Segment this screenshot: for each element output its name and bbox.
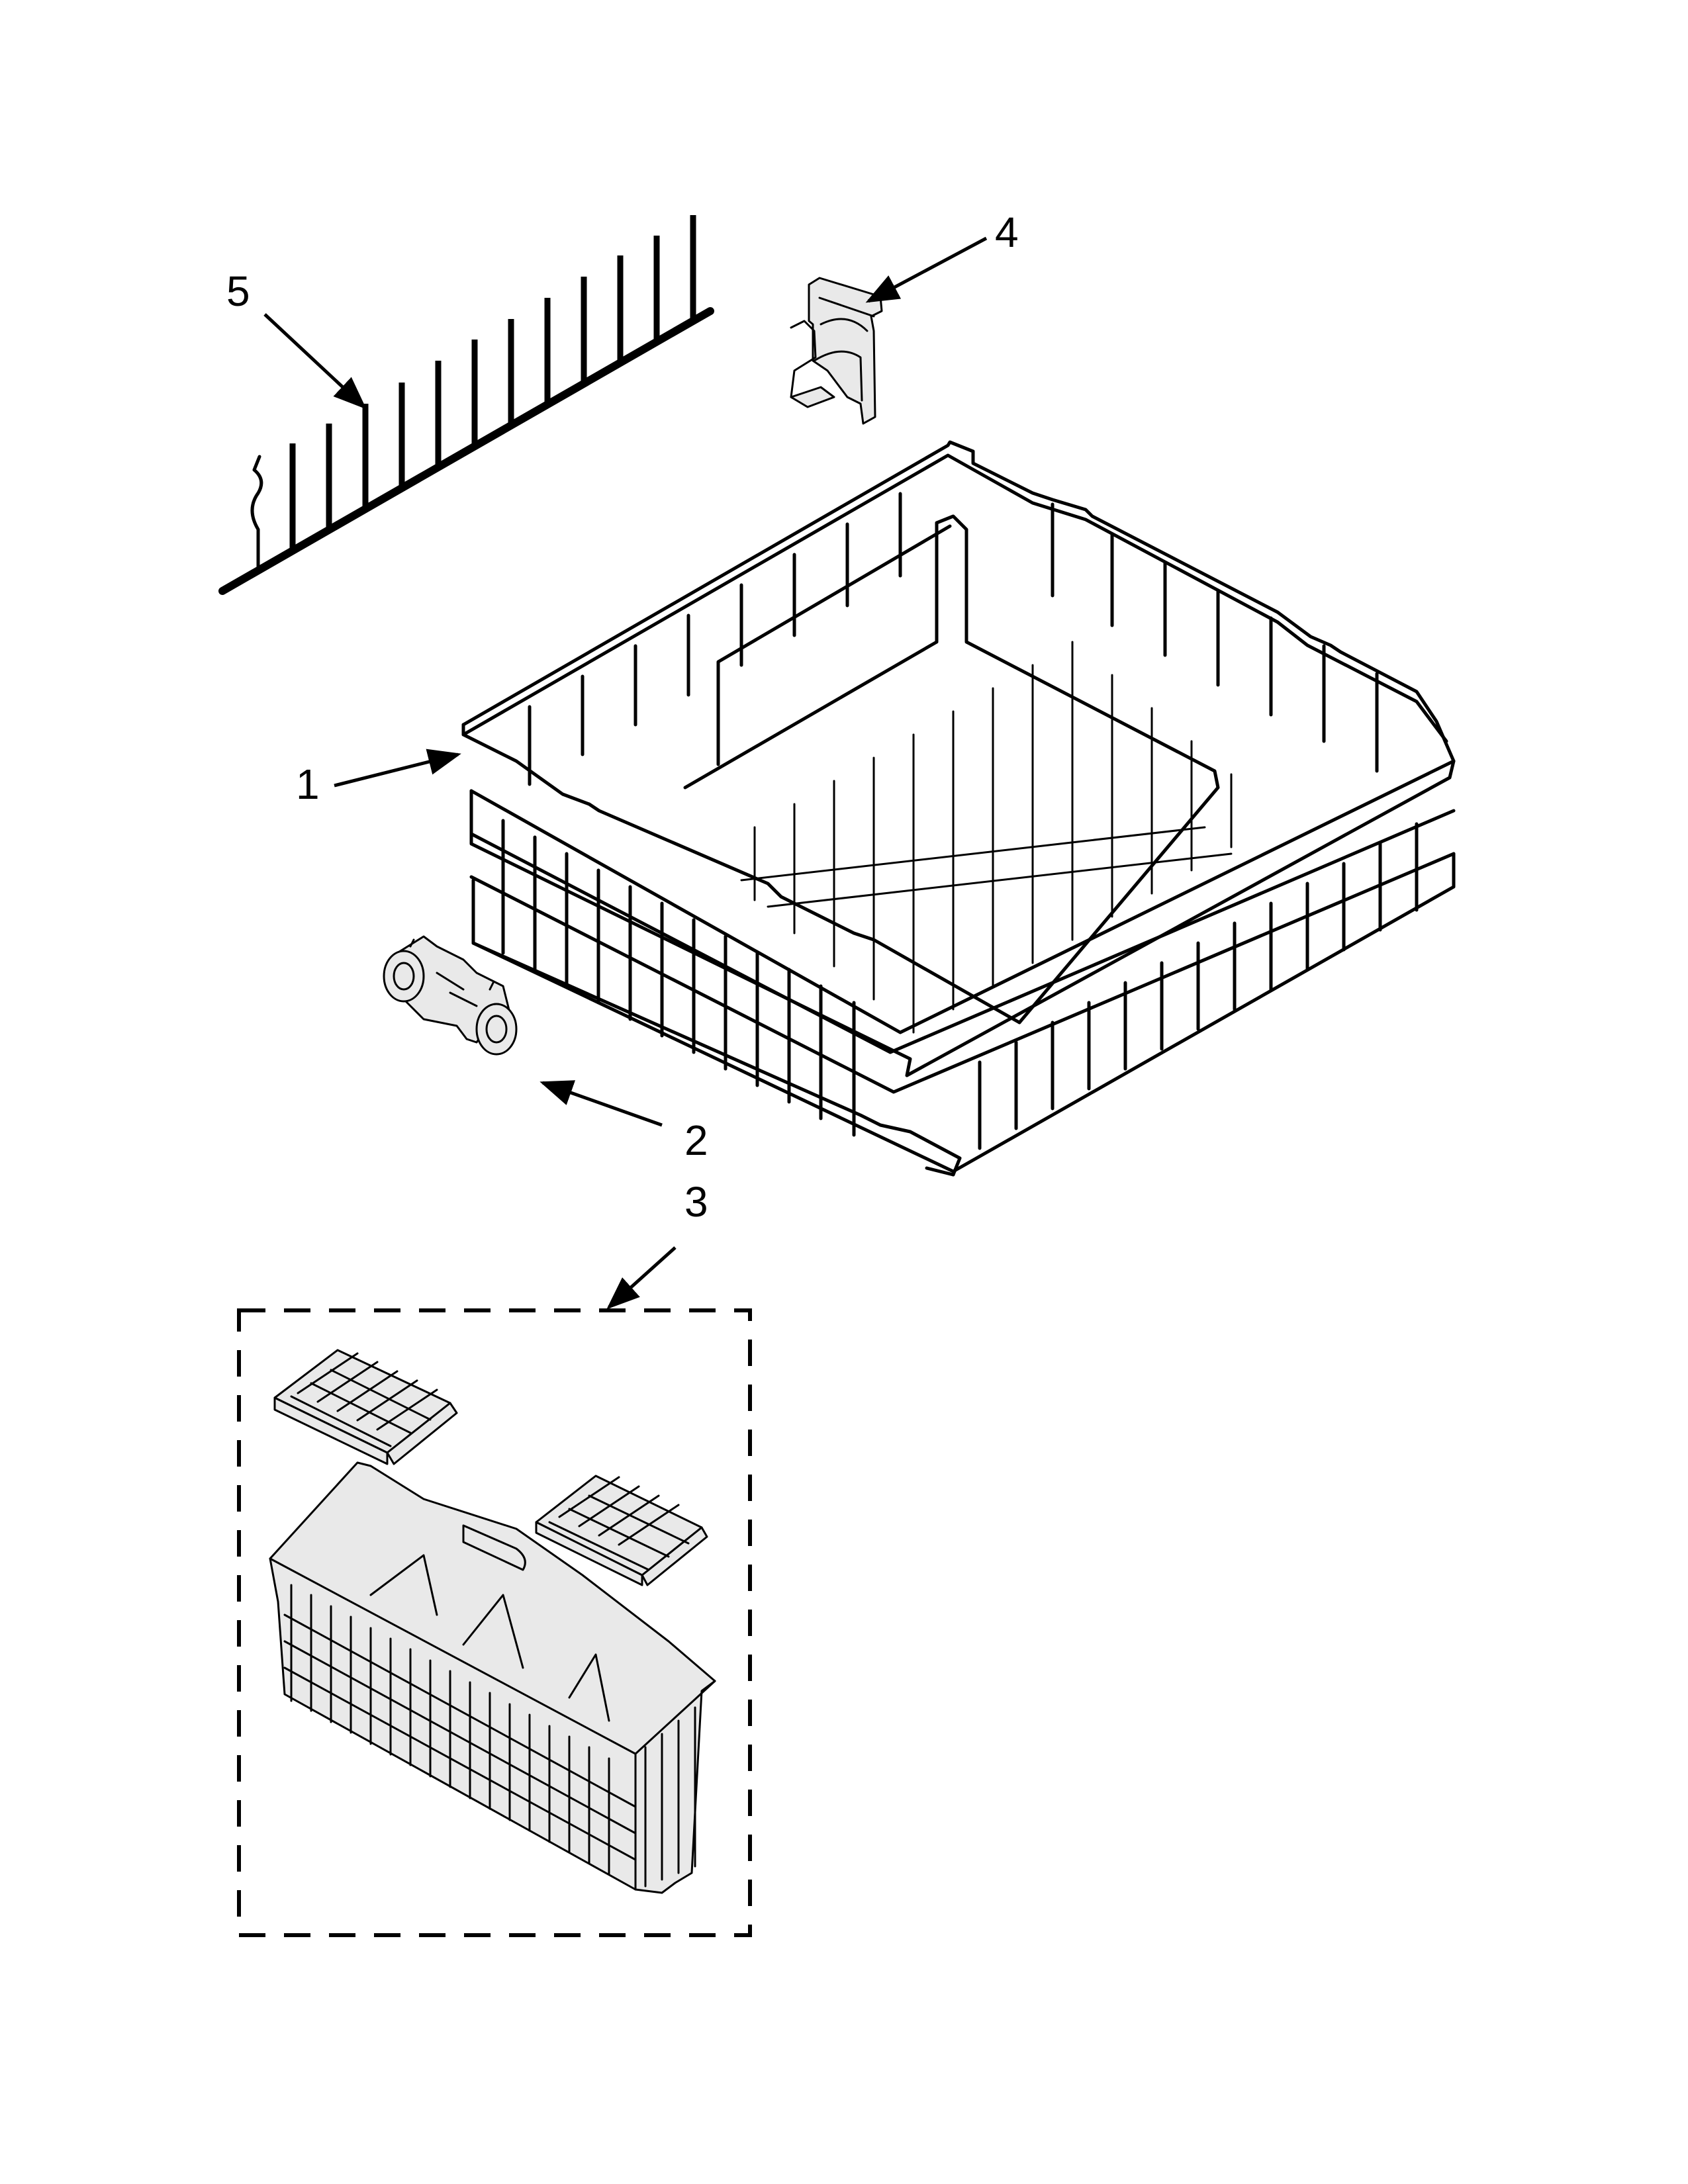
basket-lid-icon bbox=[535, 1475, 708, 1586]
callout-5: 5 bbox=[226, 267, 250, 315]
leader-2 bbox=[539, 1080, 663, 1127]
leader-1 bbox=[334, 749, 461, 788]
callout-2: 2 bbox=[684, 1116, 708, 1164]
callout-1: 1 bbox=[296, 760, 320, 808]
basket-lid-icon bbox=[273, 1349, 458, 1465]
silverware-basket-icon bbox=[269, 1461, 716, 1894]
tine-row-icon bbox=[218, 215, 714, 595]
dishrack-icon bbox=[461, 440, 1456, 1177]
kit-boundary bbox=[237, 1308, 752, 1937]
callout-3: 3 bbox=[684, 1178, 708, 1226]
leader-4 bbox=[865, 236, 988, 303]
leader-5 bbox=[263, 313, 367, 410]
leader-3 bbox=[606, 1246, 677, 1310]
roller-wheel-icon bbox=[383, 935, 518, 1056]
callout-4: 4 bbox=[995, 208, 1019, 256]
